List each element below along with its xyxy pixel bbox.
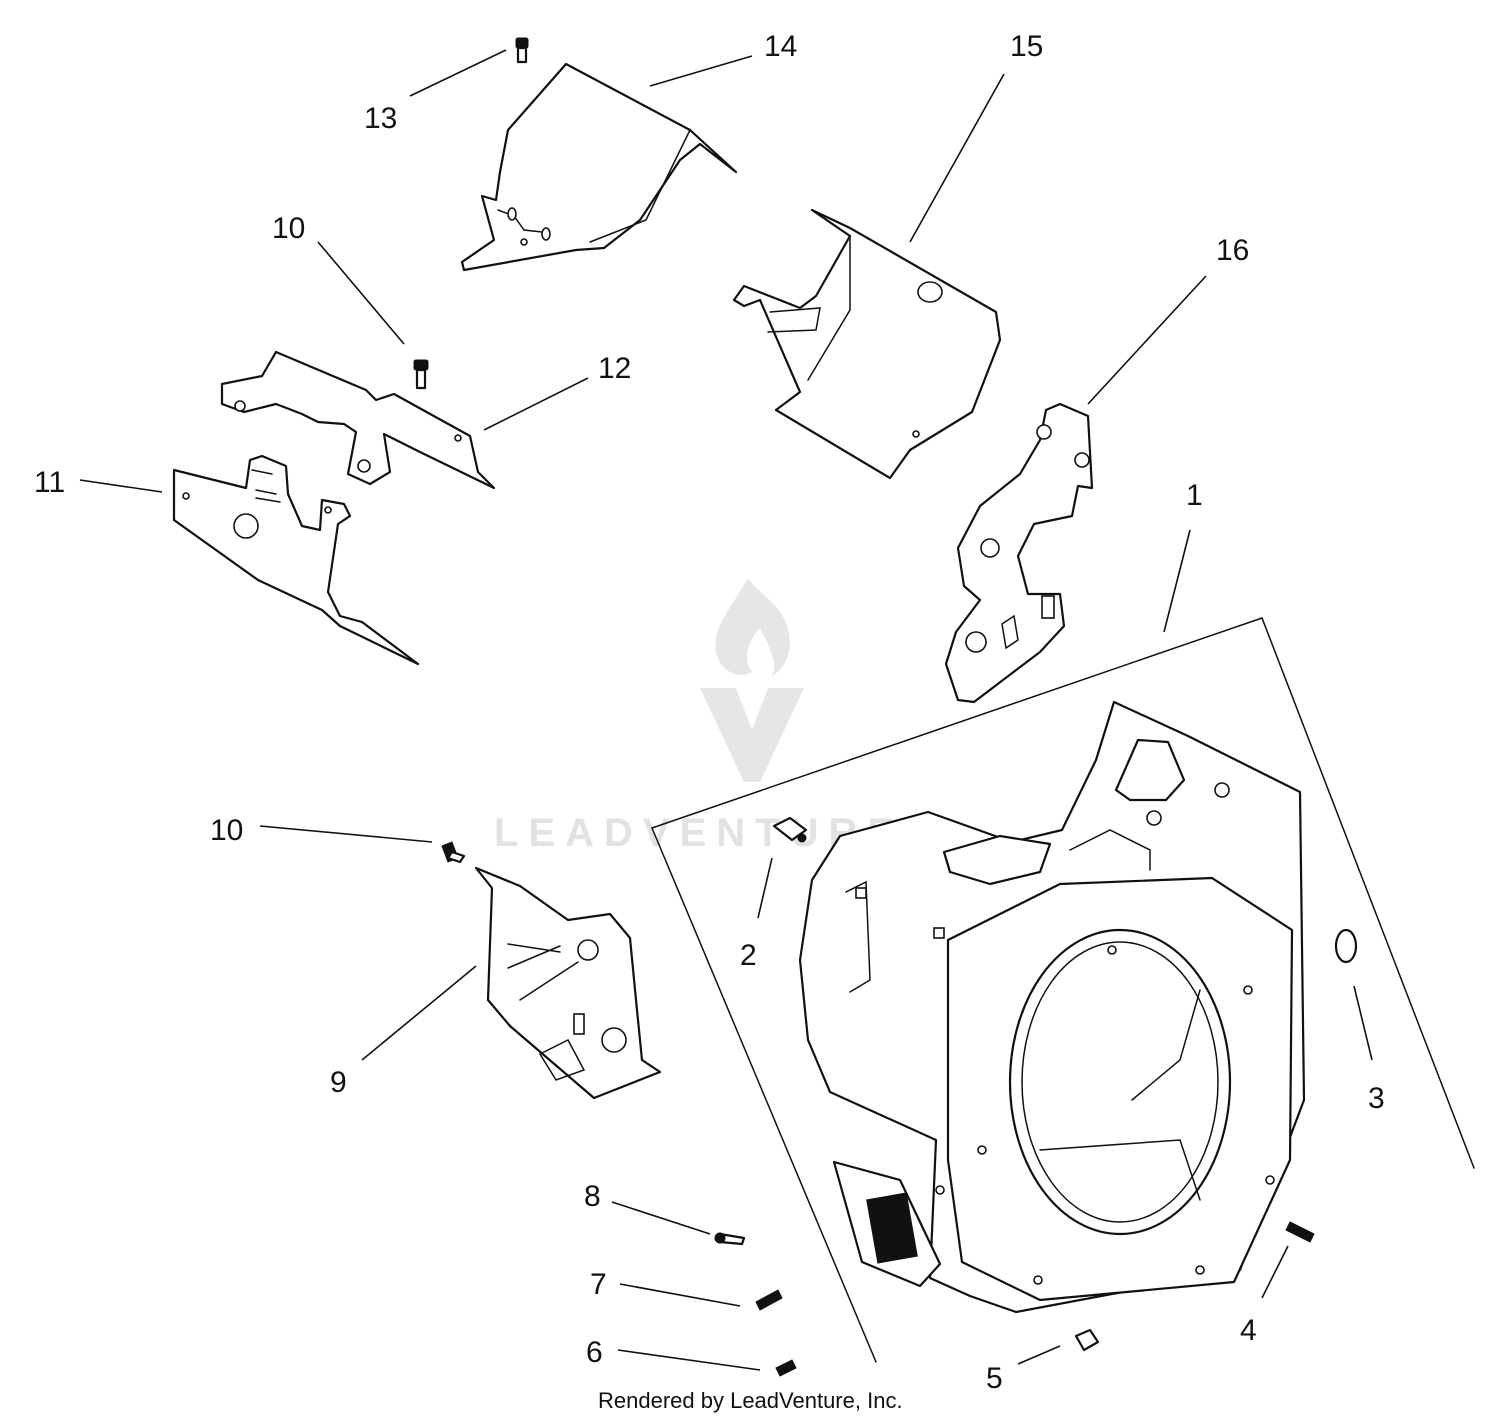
callout-labels: 1 2 3 4 5 6 7 8 9 10 10 11 12 13 14 15 1… bbox=[34, 30, 1385, 1395]
callout-15: 15 bbox=[1010, 30, 1043, 63]
callout-10-lower: 10 bbox=[210, 814, 243, 847]
callout-16: 16 bbox=[1216, 234, 1249, 267]
bolt-part-10-upper bbox=[413, 359, 429, 390]
leadventure-watermark: LEADVENTURE bbox=[494, 578, 904, 855]
baffle-part-11 bbox=[172, 454, 420, 666]
callout-8: 8 bbox=[584, 1180, 601, 1213]
callout-9: 9 bbox=[330, 1066, 347, 1099]
callout-14: 14 bbox=[764, 30, 797, 63]
bolt-part-10-lower bbox=[441, 841, 466, 864]
screw-part-8 bbox=[714, 1232, 746, 1246]
nut-part-5 bbox=[1074, 1328, 1100, 1352]
callout-5: 5 bbox=[986, 1362, 1003, 1395]
footer-credit: Rendered by LeadVenture, Inc. bbox=[598, 1388, 903, 1413]
blower-housing-assembly bbox=[651, 617, 1475, 1363]
baffle-part-12 bbox=[220, 350, 496, 490]
leader-lines bbox=[79, 49, 1373, 1371]
bracket-part-16 bbox=[944, 402, 1094, 704]
plug-part-3 bbox=[1334, 928, 1358, 964]
stud-part-4 bbox=[1285, 1221, 1315, 1243]
shroud-part-14 bbox=[460, 62, 738, 272]
callout-7: 7 bbox=[590, 1268, 607, 1301]
callout-10-upper: 10 bbox=[272, 212, 305, 245]
callout-4: 4 bbox=[1240, 1314, 1257, 1347]
callout-11: 11 bbox=[34, 466, 65, 499]
callout-3: 3 bbox=[1368, 1082, 1385, 1115]
watermark-text: LEADVENTURE bbox=[494, 811, 904, 855]
callout-12: 12 bbox=[598, 352, 631, 385]
screw-part-7 bbox=[755, 1289, 783, 1311]
callout-13: 13 bbox=[364, 102, 397, 135]
callout-6: 6 bbox=[586, 1336, 603, 1369]
screw-part-6 bbox=[775, 1359, 797, 1377]
baffle-part-15 bbox=[732, 208, 1002, 480]
baffle-part-9 bbox=[474, 866, 662, 1100]
callout-1: 1 bbox=[1186, 479, 1203, 512]
screw-part-13 bbox=[515, 37, 529, 64]
callout-2: 2 bbox=[740, 939, 757, 972]
clip-part-2 bbox=[772, 816, 808, 843]
